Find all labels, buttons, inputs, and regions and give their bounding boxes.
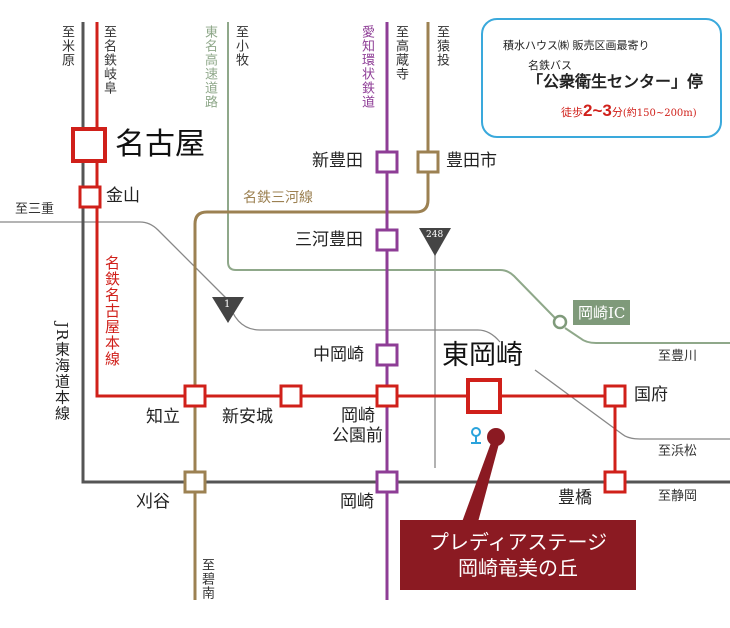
route-1-sign — [212, 297, 244, 323]
station-toyohashi — [603, 470, 627, 494]
walk-prefix: 徒歩 — [561, 106, 583, 119]
mikawa-line — [193, 22, 430, 600]
label-toyohashi: 豊橋 — [558, 488, 592, 508]
direction-mie: 至三重 — [15, 202, 55, 217]
label-okazaki: 岡崎 — [340, 492, 374, 512]
station-higashiokazaki — [466, 378, 502, 414]
walk-unit: 分 — [611, 106, 623, 119]
property-marker — [487, 428, 505, 446]
walk-distance: (約150~200m) — [622, 108, 697, 119]
tomei-label: 東名高速道路 — [202, 25, 217, 109]
station-nagoya — [71, 127, 107, 163]
station-kanayama — [78, 185, 102, 209]
direction-maibara: 至米原 — [59, 25, 74, 67]
property-name-line2: 岡崎竜美の丘 — [458, 556, 578, 580]
info-developer: 積水ハウス㈱ 販売区画最寄り — [503, 39, 650, 52]
station-toyotashi — [416, 150, 440, 174]
station-nakaokazaki — [375, 343, 399, 367]
station-mikawatoyota — [375, 228, 399, 252]
direction-sanage: 至猿投 — [434, 25, 449, 67]
route-248-number: 248 — [426, 230, 444, 240]
tomei-expressway — [227, 22, 730, 344]
label-okazakikoen-2: 公園前 — [332, 426, 383, 446]
direction-shizuoka: 至静岡 — [658, 489, 698, 504]
station-kou — [603, 384, 627, 408]
label-nagoya: 名古屋 — [115, 127, 205, 162]
aichi-loop-label: 愛知環状鉄道 — [359, 25, 374, 109]
callout-pointer — [462, 440, 500, 522]
label-shintoyota: 新豊田 — [312, 151, 363, 171]
route-248-sign — [419, 228, 451, 256]
station-shinanjo — [279, 384, 303, 408]
direction-komaki: 至小牧 — [233, 25, 248, 67]
meitetsu-main-line — [95, 22, 617, 482]
jr-label: JR東海道本線 — [53, 322, 71, 422]
walk-time: 2~3 — [583, 101, 612, 120]
direction-hamamatsu: 至浜松 — [658, 444, 698, 459]
direction-gifu: 至名鉄岐阜 — [101, 25, 116, 95]
info-bus-company: 名鉄バス — [528, 59, 572, 72]
info-bus-stop: 「公衆衛生センター」停 — [527, 72, 704, 91]
label-higashiokazaki: 東岡崎 — [442, 340, 523, 371]
label-kou: 国府 — [634, 385, 668, 405]
station-chiryu — [183, 384, 207, 408]
station-kariya — [183, 470, 207, 494]
direction-hekinan: 至碧南 — [199, 558, 214, 600]
okazaki-ic-marker — [552, 314, 568, 330]
label-mikawatoyota: 三河豊田 — [295, 230, 363, 250]
label-kanayama: 金山 — [106, 186, 140, 206]
label-okazakikoen-1: 岡崎 — [341, 406, 375, 426]
info-walk: 徒歩2~3分(約150~200m) — [561, 102, 697, 119]
route-1-number: 1 — [224, 299, 231, 310]
meitetsu-main-label: 名鉄名古屋本線 — [103, 255, 121, 367]
property-name-line1: プレディアステージ — [428, 530, 608, 554]
label-kariya: 刈谷 — [136, 492, 170, 512]
station-okazakikoen — [375, 384, 399, 408]
label-shinanjo: 新安城 — [222, 407, 273, 427]
info-box: 積水ハウス㈱ 販売区画最寄り 名鉄バス 「公衆衛生センター」停 徒歩2~3分(約… — [481, 18, 722, 138]
station-shintoyota — [375, 150, 399, 174]
direction-toyokawa: 至豊川 — [658, 349, 698, 364]
direction-kozoji: 至高蔵寺 — [393, 25, 408, 81]
station-okazaki — [375, 470, 399, 494]
label-toyotashi: 豊田市 — [446, 151, 497, 171]
route-1-road — [0, 221, 501, 343]
jr-line — [81, 22, 730, 484]
mikawa-label: 名鉄三河線 — [243, 190, 313, 206]
property-callout: プレディアステージ 岡崎竜美の丘 — [400, 520, 636, 590]
okazaki-ic-badge: 岡崎IC — [573, 300, 631, 325]
label-nakaokazaki: 中岡崎 — [313, 345, 364, 365]
label-chiryu: 知立 — [146, 407, 180, 427]
bus-stop-icon — [471, 427, 481, 444]
route-1-road-east — [534, 369, 730, 440]
